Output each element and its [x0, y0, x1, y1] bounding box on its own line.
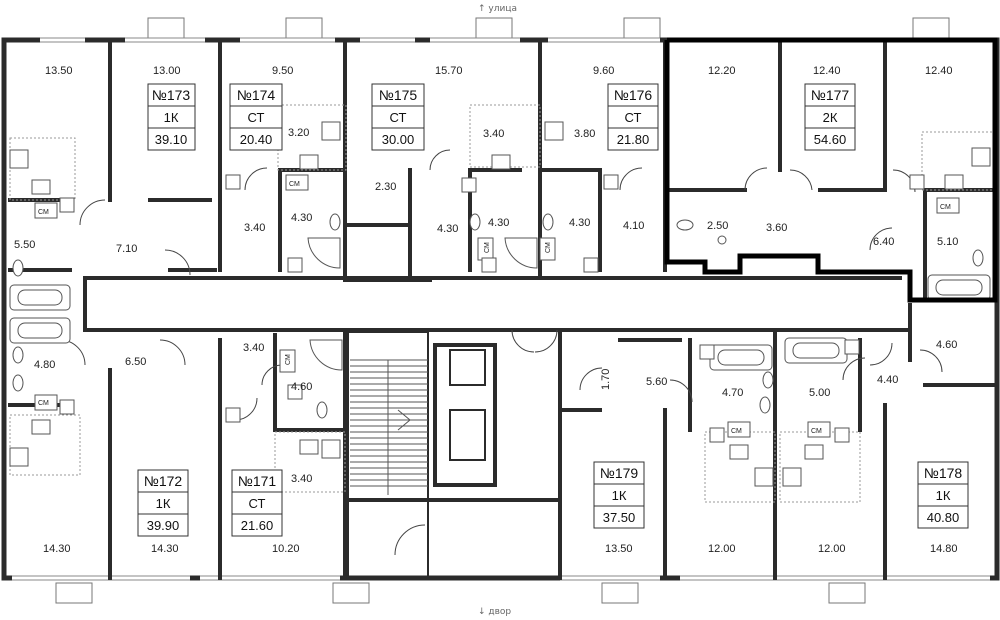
svg-text:СМ: СМ	[940, 204, 951, 211]
room-area: 3.40	[244, 222, 265, 234]
room-area: 3.40	[243, 342, 264, 354]
room-area: 5.50	[14, 239, 35, 251]
room-area: 14.30	[151, 543, 179, 555]
svg-text:СМ: СМ	[38, 400, 49, 407]
room-area: 4.30	[569, 217, 590, 229]
svg-text:1К: 1К	[164, 110, 179, 125]
svg-text:30.00: 30.00	[382, 132, 415, 147]
svg-text:1К: 1К	[612, 488, 627, 503]
room-area: 9.50	[272, 65, 293, 77]
room-area: 12.40	[813, 65, 841, 77]
apartment-label-173[interactable]: №173 1К 39.10	[147, 83, 196, 151]
room-area: 4.60	[291, 381, 312, 393]
room-area: 13.50	[45, 65, 73, 77]
room-area: 6.40	[873, 236, 894, 248]
svg-text:СТ: СТ	[390, 110, 407, 125]
svg-text:№172: №172	[144, 473, 183, 489]
room-area: 4.30	[488, 217, 509, 229]
svg-text:21.80: 21.80	[617, 132, 650, 147]
orientation-top: ↑ улица	[478, 4, 517, 14]
room-area: 2.50	[707, 220, 728, 232]
facade-windows	[55, 17, 950, 604]
washer-labels: СМ СМ СМ СМ СМ СМ СМ СМ СМ	[38, 181, 951, 435]
apartment-label-177[interactable]: №177 2К 54.60	[804, 83, 856, 151]
room-area-labels: 13.50 13.00 9.50 15.70 9.60 12.20 12.40 …	[14, 65, 958, 555]
svg-text:СМ: СМ	[289, 181, 300, 188]
room-area: 13.00	[153, 65, 181, 77]
room-area: 4.60	[936, 339, 957, 351]
room-area: 14.80	[930, 543, 958, 555]
svg-text:№171: №171	[238, 473, 277, 489]
svg-text:1К: 1К	[936, 488, 951, 503]
room-area: 12.40	[925, 65, 953, 77]
room-area: 9.60	[593, 65, 614, 77]
room-area: 3.80	[574, 128, 595, 140]
room-area: 12.00	[708, 543, 736, 555]
room-area: 3.20	[288, 127, 309, 139]
svg-text:№178: №178	[924, 465, 963, 481]
svg-text:37.50: 37.50	[603, 510, 636, 525]
room-area: 4.40	[877, 374, 898, 386]
svg-text:СТ: СТ	[249, 496, 266, 511]
svg-text:СМ: СМ	[731, 428, 742, 435]
svg-text:СТ: СТ	[248, 110, 265, 125]
fixtures	[9, 121, 991, 487]
svg-text:СМ: СМ	[38, 209, 49, 216]
room-area: 4.80	[34, 359, 55, 371]
apartment-label-175[interactable]: №175 СТ 30.00	[371, 83, 425, 151]
svg-text:21.60: 21.60	[241, 518, 274, 533]
svg-text:№174: №174	[237, 87, 276, 103]
room-area: 3.60	[766, 222, 787, 234]
room-area: 3.40	[291, 473, 312, 485]
room-area: 5.60	[646, 376, 667, 388]
apartment-label-179[interactable]: №179 1К 37.50	[593, 461, 645, 529]
svg-text:40.80: 40.80	[927, 510, 960, 525]
room-area: 12.20	[708, 65, 736, 77]
svg-text:СТ: СТ	[625, 110, 642, 125]
svg-text:СМ: СМ	[545, 242, 552, 253]
apartment-label-176[interactable]: №176 СТ 21.80	[607, 83, 659, 151]
room-area: 4.30	[291, 212, 312, 224]
room-area: 5.00	[809, 387, 830, 399]
room-area: 13.50	[605, 543, 633, 555]
room-area: 10.20	[272, 543, 300, 555]
svg-text:20.40: 20.40	[240, 132, 273, 147]
svg-text:№175: №175	[379, 87, 418, 103]
apartment-label-174[interactable]: №174 СТ 20.40	[229, 83, 283, 151]
room-area: 6.50	[125, 356, 146, 368]
svg-text:СМ: СМ	[285, 354, 292, 365]
room-area: 12.00	[818, 543, 846, 555]
room-area: 4.70	[722, 387, 743, 399]
apartment-label-172[interactable]: №172 1К 39.90	[137, 469, 189, 537]
svg-text:2К: 2К	[823, 110, 838, 125]
staircase	[350, 359, 428, 495]
apartment-label-178[interactable]: №178 1К 40.80	[917, 461, 969, 529]
orientation-bottom: ↓ двор	[478, 607, 511, 617]
room-area: 2.30	[375, 181, 396, 193]
room-area: 7.10	[116, 243, 137, 255]
room-area: 15.70	[435, 65, 463, 77]
svg-text:39.90: 39.90	[147, 518, 180, 533]
room-area: 3.40	[483, 128, 504, 140]
room-area: 1.70	[600, 369, 612, 390]
svg-text:№173: №173	[152, 87, 191, 103]
svg-text:№176: №176	[614, 87, 653, 103]
svg-text:СМ: СМ	[811, 428, 822, 435]
svg-text:54.60: 54.60	[814, 132, 847, 147]
room-area: 5.10	[937, 236, 958, 248]
room-area: 14.30	[43, 543, 71, 555]
svg-text:№177: №177	[811, 87, 850, 103]
svg-text:39.10: 39.10	[155, 132, 188, 147]
apartment-label-171[interactable]: №171 СТ 21.60	[231, 469, 283, 537]
outer-walls	[1, 37, 1000, 581]
room-area: 4.10	[623, 220, 644, 232]
svg-text:1К: 1К	[156, 496, 171, 511]
svg-text:СМ: СМ	[484, 242, 491, 253]
doors	[59, 149, 943, 556]
svg-text:№179: №179	[600, 465, 639, 481]
selected-apartment-outline	[664, 37, 998, 303]
room-area: 4.30	[437, 223, 458, 235]
